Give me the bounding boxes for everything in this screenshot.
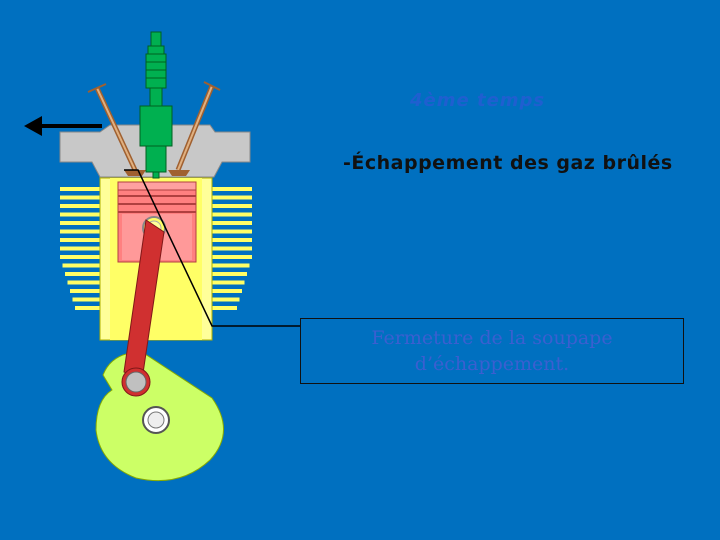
cooling-fin xyxy=(212,229,252,234)
spark-plug xyxy=(139,31,173,179)
cooling-fin xyxy=(212,246,252,251)
cooling-fin xyxy=(75,306,100,310)
valve-callout: Fermeture de la soupape d’échappement. xyxy=(300,318,684,384)
cooling-fin xyxy=(72,297,100,302)
callout-leader-line xyxy=(124,169,300,327)
cooling-fin xyxy=(60,246,100,251)
intake-valve xyxy=(168,81,221,176)
cooling-fin xyxy=(60,212,100,217)
cooling-fin xyxy=(212,238,252,242)
cooling-fin xyxy=(212,221,252,225)
cooling-fin xyxy=(60,229,100,234)
cooling-fin xyxy=(212,204,252,208)
cooling-fin xyxy=(212,297,240,302)
cooling-fin xyxy=(60,187,100,191)
cooling-fin xyxy=(212,289,242,293)
cooling-fin xyxy=(70,289,100,293)
cooling-fin xyxy=(212,212,252,217)
cooling-fin xyxy=(60,204,100,208)
connecting-rod xyxy=(121,219,165,397)
cooling-fin xyxy=(212,272,247,276)
cooling-fin xyxy=(212,195,252,200)
cooling-fin xyxy=(60,221,100,225)
stroke-description: -Échappement des gaz brûlés xyxy=(343,152,673,174)
cooling-fin xyxy=(212,255,252,259)
cooling-fin xyxy=(212,280,245,285)
cylinder-fins xyxy=(60,187,252,310)
cooling-fin xyxy=(60,195,100,200)
exhaust-arrow xyxy=(24,116,102,136)
cooling-fin xyxy=(212,306,237,310)
cooling-fin xyxy=(65,272,100,276)
cooling-fin xyxy=(67,280,100,285)
cooling-fin xyxy=(60,238,100,242)
cooling-fin xyxy=(60,255,100,259)
cooling-fin xyxy=(212,187,252,191)
stroke-title: 4ème temps xyxy=(410,90,546,111)
cooling-fin xyxy=(212,263,250,268)
main-bearing xyxy=(142,406,170,434)
cooling-fin xyxy=(62,263,100,268)
